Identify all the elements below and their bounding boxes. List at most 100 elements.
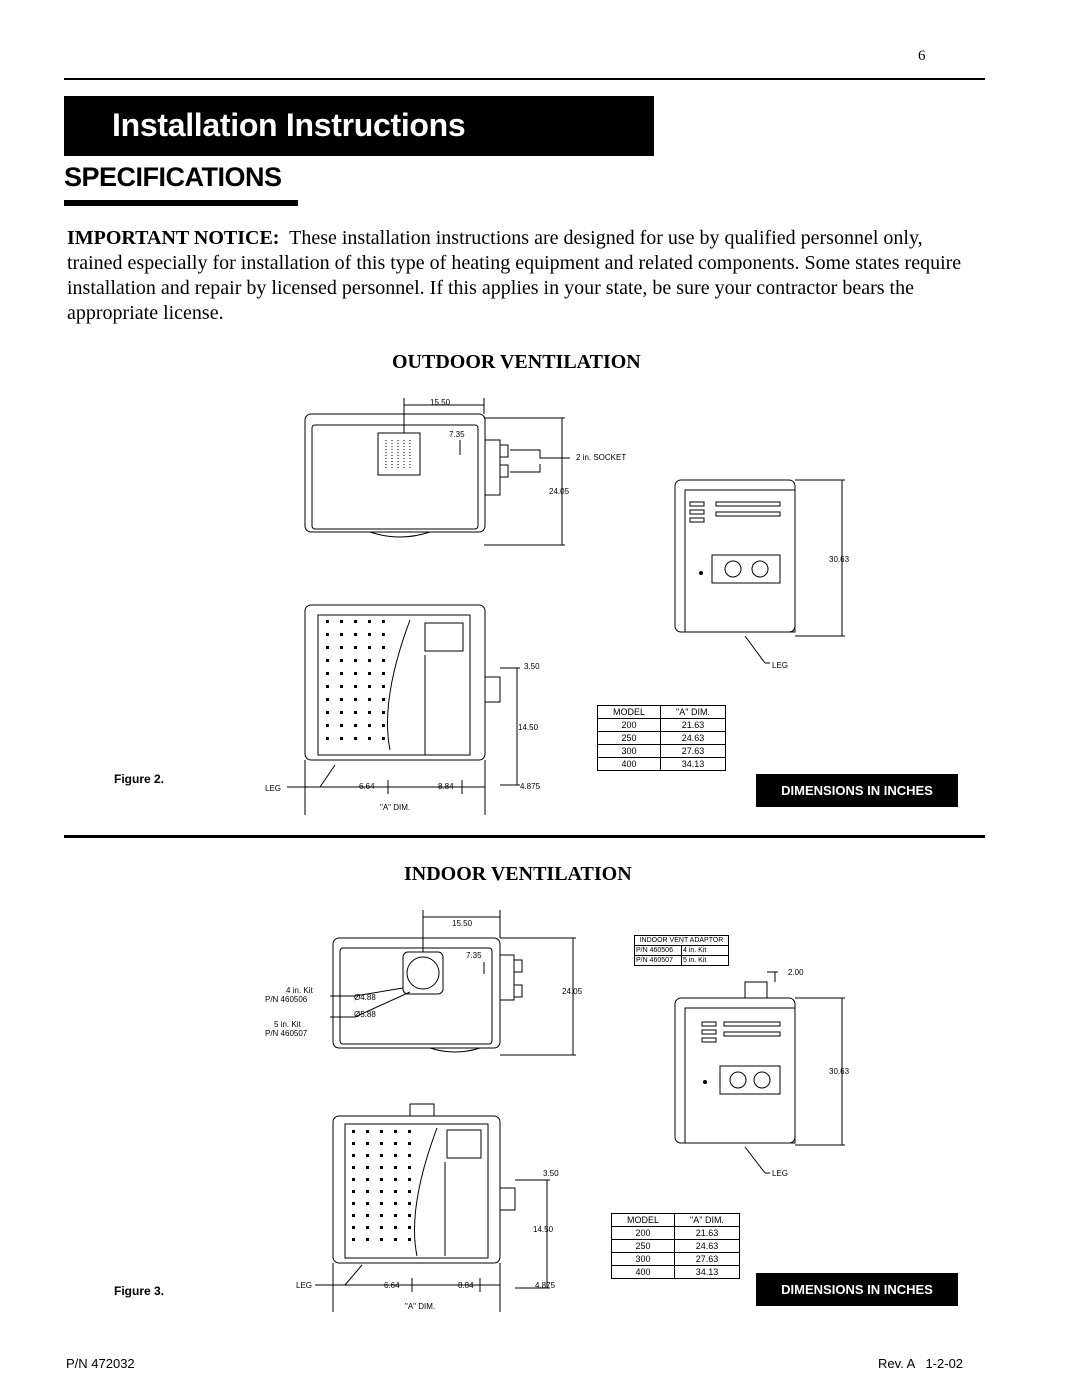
table-header: "A" DIM. xyxy=(674,1213,740,1227)
indoor-leg-side: LEG xyxy=(772,1169,788,1178)
table-cell: 400 xyxy=(597,757,661,771)
table-cell: 24.63 xyxy=(660,731,726,745)
grille-dot xyxy=(382,711,385,714)
table-cell: 27.63 xyxy=(674,1252,740,1266)
indoor-dim-2-00: 2.00 xyxy=(788,968,804,977)
indoor-dim-14-50: 14.50 xyxy=(533,1225,554,1234)
grille-dot xyxy=(352,1130,355,1133)
table-cell: 200 xyxy=(611,1226,675,1240)
grille-dot xyxy=(326,711,329,714)
grille-dot xyxy=(366,1190,369,1193)
table-cell: 300 xyxy=(597,744,661,758)
grille-dot xyxy=(326,646,329,649)
grille-dot xyxy=(408,1154,411,1157)
grille-dot xyxy=(340,672,343,675)
title-bar xyxy=(64,96,654,156)
figure-3-label: Figure 3. xyxy=(114,1284,165,1298)
table-cell: 21.63 xyxy=(660,718,726,732)
table-cell: 300 xyxy=(611,1252,675,1266)
grille-dot xyxy=(366,1226,369,1229)
grille-dot xyxy=(340,685,343,688)
grille-dot xyxy=(366,1130,369,1133)
indoor-dimensions-label: DIMENSIONS IN INCHES xyxy=(756,1273,958,1306)
grille-dot xyxy=(368,698,371,701)
grille-dot xyxy=(352,1178,355,1181)
grille-dot xyxy=(340,633,343,636)
grille-dot xyxy=(382,698,385,701)
indoor-dim-4-875: 4.875 xyxy=(535,1281,556,1290)
indoor-pn5: P/N 460507 xyxy=(265,1029,308,1038)
indoor-dim-30-63: 30.63 xyxy=(829,1067,850,1076)
grille-dot xyxy=(340,737,343,740)
grille-dot xyxy=(340,724,343,727)
grille-dot xyxy=(380,1130,383,1133)
grille-dot xyxy=(352,1142,355,1145)
grille-dot xyxy=(354,737,357,740)
table-cell: 4 in. Kit xyxy=(681,945,729,956)
grille-dot xyxy=(326,685,329,688)
notice-label: IMPORTANT NOTICE: xyxy=(67,227,280,249)
grille-dot xyxy=(352,1202,355,1205)
grille-dot xyxy=(380,1154,383,1157)
grille-dot xyxy=(366,1142,369,1145)
page-number: 6 xyxy=(918,48,926,64)
grille-dot xyxy=(352,1238,355,1241)
grille-dot xyxy=(366,1178,369,1181)
grille-dot xyxy=(408,1142,411,1145)
grille-dot xyxy=(368,646,371,649)
outdoor-socket-label: 2 in. SOCKET xyxy=(576,453,626,462)
indoor-kit4: 4 in. Kit xyxy=(286,986,313,995)
grille-dot xyxy=(354,672,357,675)
important-notice: IMPORTANT NOTICE: These installation ins… xyxy=(67,226,967,326)
grille-dot xyxy=(380,1238,383,1241)
grille-dot xyxy=(394,1142,397,1145)
table-cell: 34.13 xyxy=(660,757,726,771)
grille-dot xyxy=(326,620,329,623)
grille-dot xyxy=(352,1154,355,1157)
grille-dot xyxy=(380,1202,383,1205)
outdoor-dim-4-875: 4.875 xyxy=(520,782,541,791)
grille-dot xyxy=(368,620,371,623)
grille-dot xyxy=(408,1166,411,1169)
grille-dot xyxy=(326,633,329,636)
table-cell: 24.63 xyxy=(674,1239,740,1253)
indoor-pn4: P/N 460506 xyxy=(265,995,308,1004)
indoor-leg-front: LEG xyxy=(296,1281,312,1290)
section-underline xyxy=(64,200,298,206)
grille-dot xyxy=(380,1166,383,1169)
grille-dot xyxy=(352,1214,355,1217)
grille-dot xyxy=(354,633,357,636)
grille-dot xyxy=(368,672,371,675)
indoor-kit5: 5 in. Kit xyxy=(274,1020,301,1029)
grille-dot xyxy=(382,659,385,662)
grille-dot xyxy=(382,724,385,727)
grille-dot xyxy=(408,1214,411,1217)
grille-dot xyxy=(394,1154,397,1157)
grille-dot xyxy=(326,724,329,727)
grille-dot xyxy=(368,737,371,740)
grille-dot xyxy=(394,1202,397,1205)
grille-dot xyxy=(354,620,357,623)
grille-dot xyxy=(408,1238,411,1241)
indoor-dia4: Ø4.88 xyxy=(354,993,376,1002)
table-header: MODEL xyxy=(611,1213,675,1227)
outdoor-leg-side: LEG xyxy=(772,661,788,670)
grille-dot xyxy=(380,1190,383,1193)
grille-dot xyxy=(326,672,329,675)
grille-dot xyxy=(352,1166,355,1169)
grille-dot xyxy=(394,1238,397,1241)
grille-dot xyxy=(354,685,357,688)
grille-dot xyxy=(366,1214,369,1217)
section-divider xyxy=(64,835,985,838)
indoor-dim-8-84: 8.84 xyxy=(458,1281,474,1290)
outdoor-dim-14-50: 14.50 xyxy=(518,723,539,732)
grille-dot xyxy=(382,737,385,740)
outdoor-drawing: 15.50 7.35 2 in. SOCKET 24.05 30.63 LEG … xyxy=(265,398,850,815)
grille-dot xyxy=(366,1166,369,1169)
part-number: P/N 472032 xyxy=(66,1356,135,1371)
grille-dot xyxy=(394,1190,397,1193)
grille-dot xyxy=(368,711,371,714)
table-cell: 200 xyxy=(597,718,661,732)
table-cell: P/N 460506 xyxy=(634,945,682,956)
